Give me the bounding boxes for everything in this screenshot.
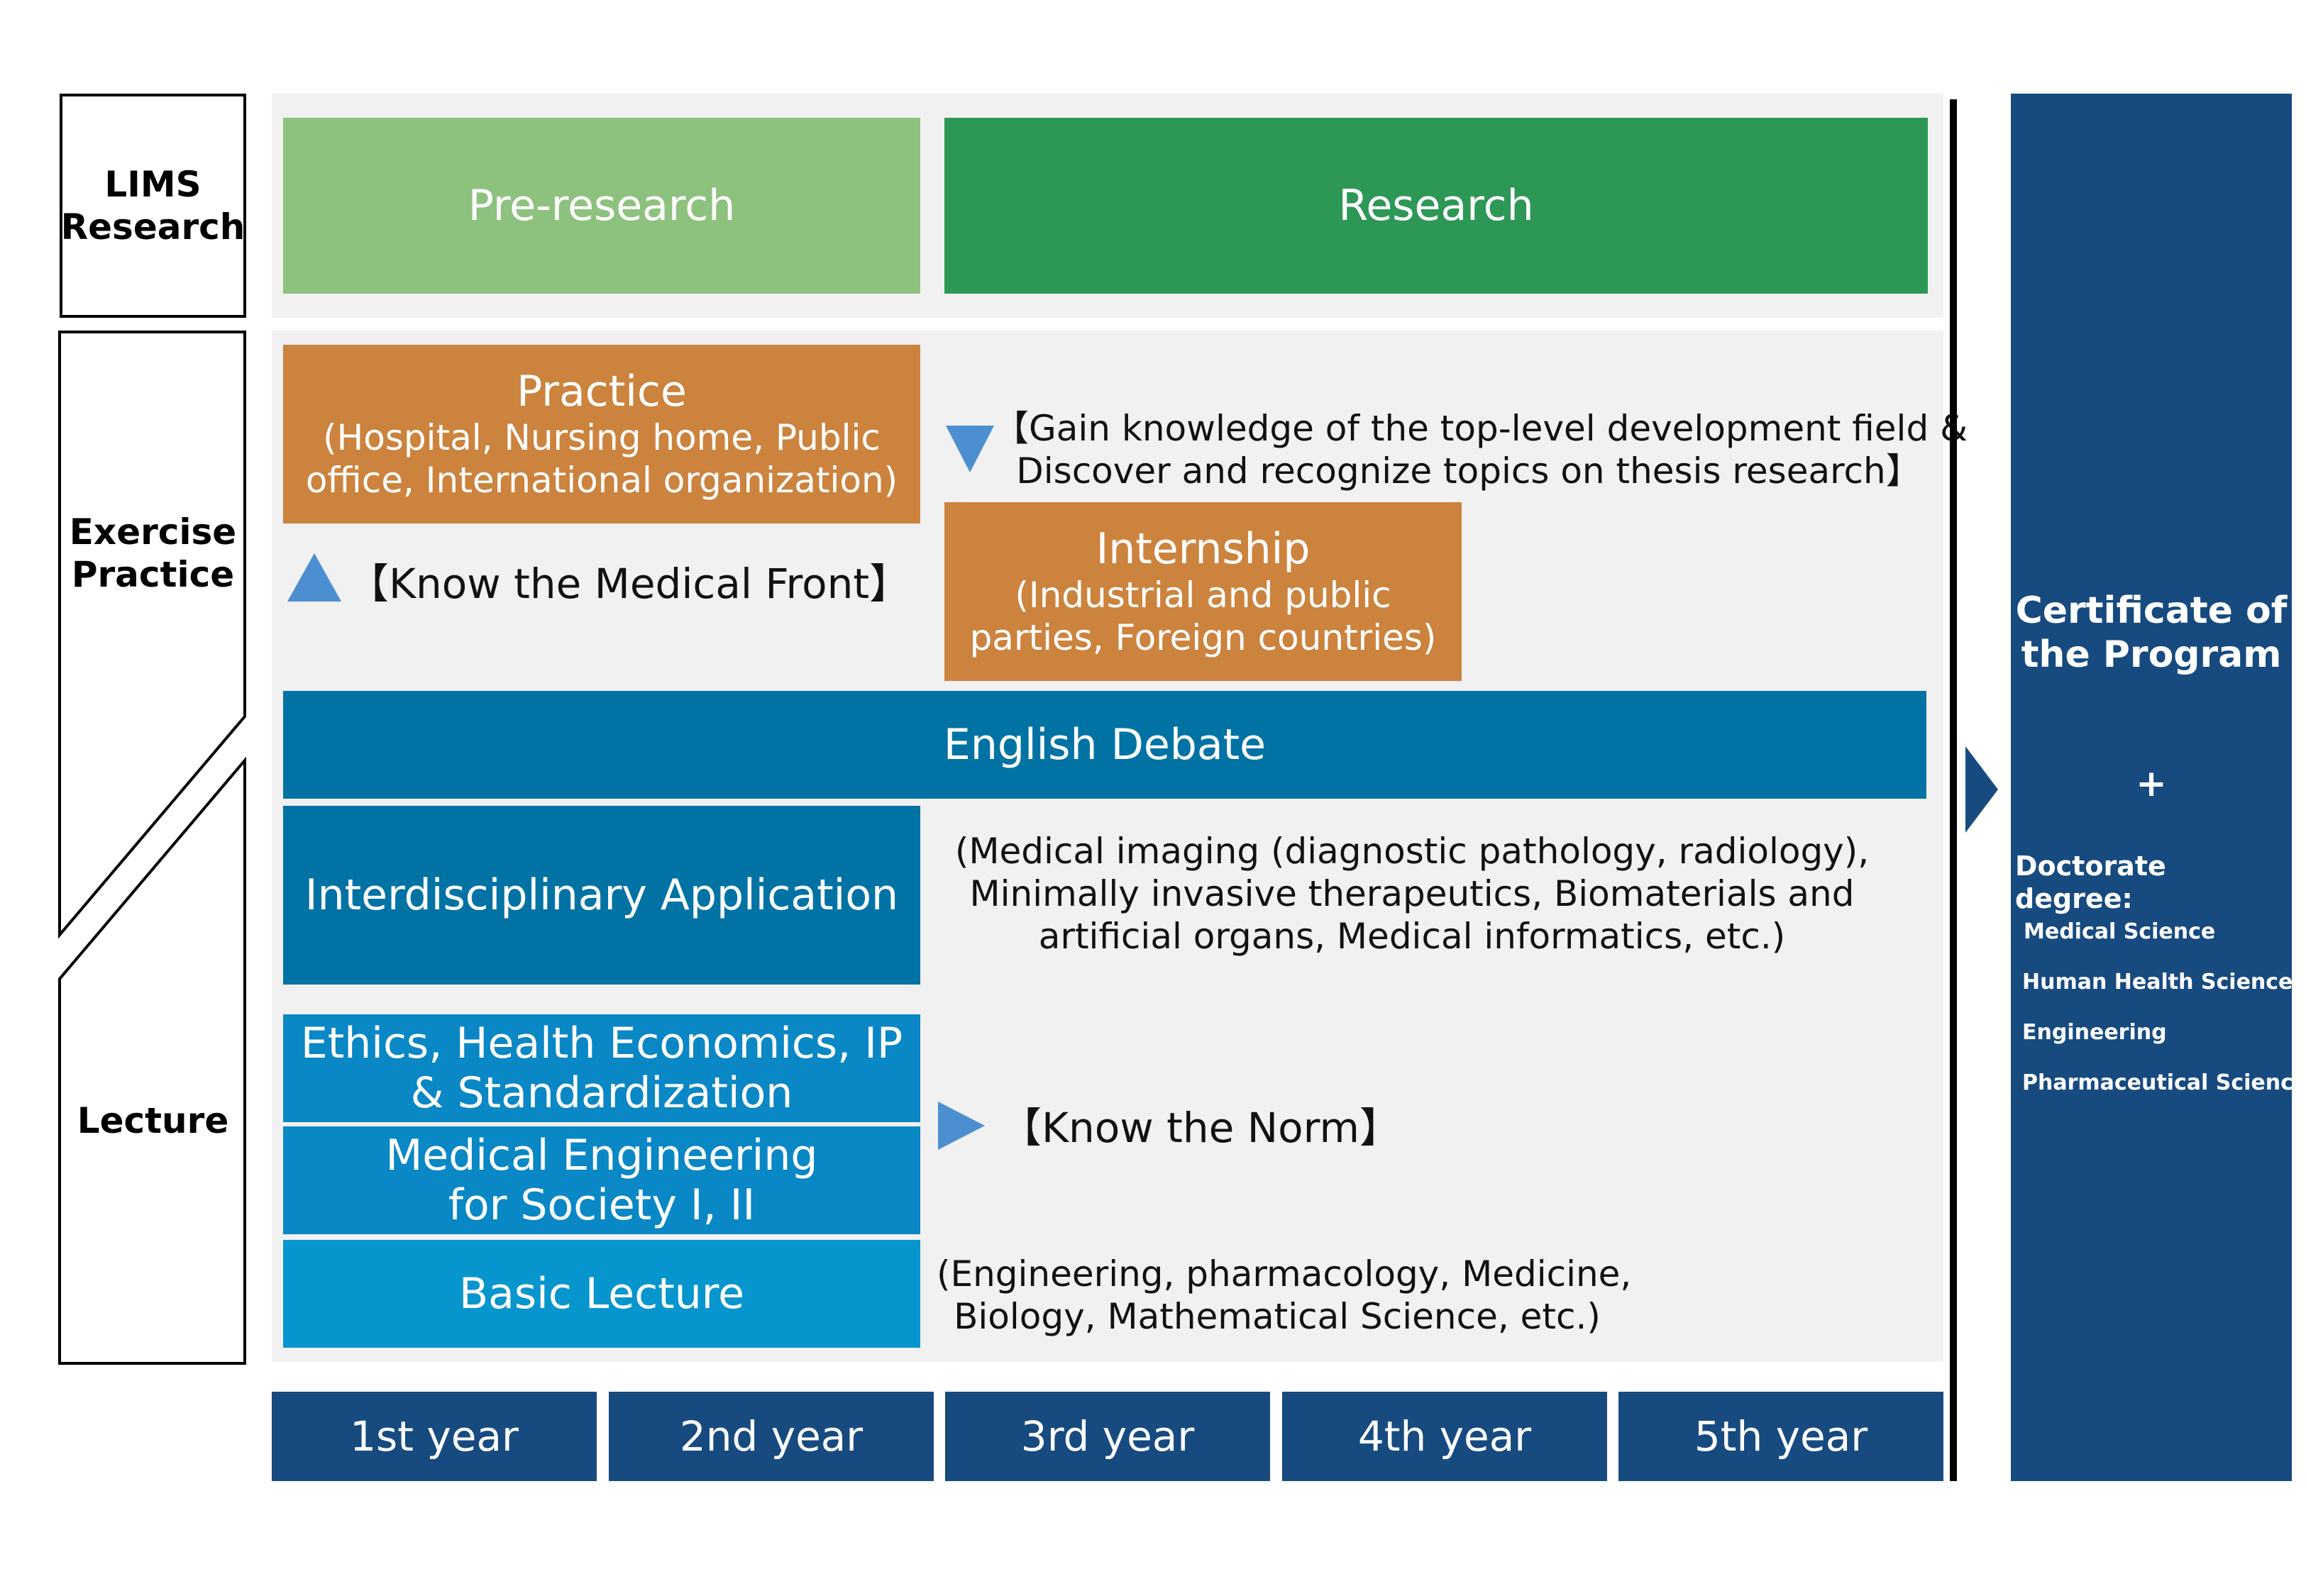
year-5-label: 5th year xyxy=(1694,1412,1868,1461)
ethics-line1: Ethics, Health Economics, IP xyxy=(300,1019,903,1068)
certificate-title-line1: Certificate of xyxy=(2015,589,2288,632)
row-label-exercise-line1: Exercise xyxy=(69,511,237,553)
row-label-research-line1: LIMS xyxy=(104,164,202,205)
certificate-panel xyxy=(2011,94,2292,1481)
interdisciplinary-label: Interdisciplinary Application xyxy=(304,870,899,920)
interdisciplinary-note: (Medical imaging (diagnostic pathology, … xyxy=(937,830,1887,958)
gain-knowledge-line2: Discover and recognize topics on thesis … xyxy=(1016,450,1921,492)
know-the-norm: 【Know the Norm】 xyxy=(1000,1104,1401,1152)
practice-box: Practice (Hospital, Nursing home, Public… xyxy=(283,345,920,523)
certificate-title-line2: the Program xyxy=(2021,633,2282,676)
practice-sub-line2: office, International organization) xyxy=(305,460,898,501)
year-3: 3rd year xyxy=(945,1392,1270,1481)
pre-research-label: Pre-research xyxy=(468,181,736,231)
degree-engineering: Engineering xyxy=(2022,1020,2167,1045)
interdisciplinary-note-line2: Minimally invasive therapeutics, Biomate… xyxy=(969,873,1855,914)
row-label-exercise: Exercise Practice xyxy=(60,489,246,617)
internship-sub-line2: parties, Foreign countries) xyxy=(969,617,1437,658)
row-label-lecture: Lecture xyxy=(60,1092,246,1149)
certificate-plus: + xyxy=(2136,763,2167,805)
english-debate-label: English Debate xyxy=(943,720,1267,770)
doctorate-label: Doctorate degree: xyxy=(2015,850,2166,914)
medeng-line2: for Society I, II xyxy=(448,1180,756,1230)
ethics-line2: & Standardization xyxy=(410,1068,793,1118)
research-box: Research xyxy=(944,118,1928,294)
research-label: Research xyxy=(1338,181,1534,231)
year-4: 4th year xyxy=(1282,1392,1607,1481)
internship-title: Internship xyxy=(1096,524,1311,574)
basic-note-line2: Biology, Mathematical Science, etc.) xyxy=(954,1296,1601,1337)
interdisciplinary-note-line3: artificial organs, Medical informatics, … xyxy=(1038,916,1786,957)
row-label-research-line2: Research xyxy=(60,206,246,248)
year-5: 5th year xyxy=(1618,1392,1943,1481)
interdisciplinary-note-line1: (Medical imaging (diagnostic pathology, … xyxy=(954,831,1870,872)
practice-sub-line1: (Hospital, Nursing home, Public xyxy=(323,417,881,458)
timeline-end-line xyxy=(1950,99,1957,1481)
internship-sub-line1: (Industrial and public xyxy=(1015,575,1391,616)
basic-lecture-note: (Engineering, pharmacology, Medicine, Bi… xyxy=(937,1253,1632,1338)
degree-medical-science: Medical Science xyxy=(2024,919,2216,944)
ethics-box: Ethics, Health Economics, IP & Standardi… xyxy=(283,1014,920,1122)
medical-engineering-box: Medical Engineering for Society I, II xyxy=(283,1126,920,1234)
gain-knowledge-note: 【Gain knowledge of the top-level develop… xyxy=(993,407,1968,492)
row-label-exercise-line2: Practice xyxy=(71,554,235,595)
exercise-label-frame xyxy=(58,331,246,939)
english-debate-box: English Debate xyxy=(283,691,1926,799)
year-2: 2nd year xyxy=(609,1392,934,1481)
row-label-lecture-text: Lecture xyxy=(77,1100,229,1141)
row-label-research: LIMS Research xyxy=(60,94,246,318)
year-4-label: 4th year xyxy=(1357,1412,1532,1461)
year-1-label: 1st year xyxy=(350,1412,519,1461)
internship-box: Internship (Industrial and public partie… xyxy=(944,502,1462,681)
know-medical-front: 【Know the Medical Front】 xyxy=(348,560,911,608)
basic-lecture-label: Basic Lecture xyxy=(458,1269,744,1319)
medeng-line1: Medical Engineering xyxy=(385,1131,818,1180)
degree-pharmaceutical-science: Pharmaceutical Science xyxy=(2022,1070,2306,1095)
gain-knowledge-line1: 【Gain knowledge of the top-level develop… xyxy=(993,408,1968,449)
interdisciplinary-box: Interdisciplinary Application xyxy=(283,806,920,985)
practice-title: Practice xyxy=(517,367,687,416)
year-1: 1st year xyxy=(272,1392,597,1481)
triangle-right-icon xyxy=(938,1102,985,1150)
year-3-label: 3rd year xyxy=(1020,1412,1195,1461)
certificate-title: Certificate of the Program xyxy=(2011,589,2292,677)
degree-human-health-science: Human Health Science xyxy=(2022,970,2293,994)
pre-research-box: Pre-research xyxy=(283,118,920,294)
lecture-label-frame xyxy=(58,756,246,1365)
basic-note-line1: (Engineering, pharmacology, Medicine, xyxy=(937,1253,1632,1295)
year-2-label: 2nd year xyxy=(679,1412,864,1461)
arrow-right-icon xyxy=(1965,746,1998,833)
triangle-up-icon xyxy=(287,553,341,602)
basic-lecture-box: Basic Lecture xyxy=(283,1240,920,1348)
triangle-down-icon xyxy=(946,426,994,472)
